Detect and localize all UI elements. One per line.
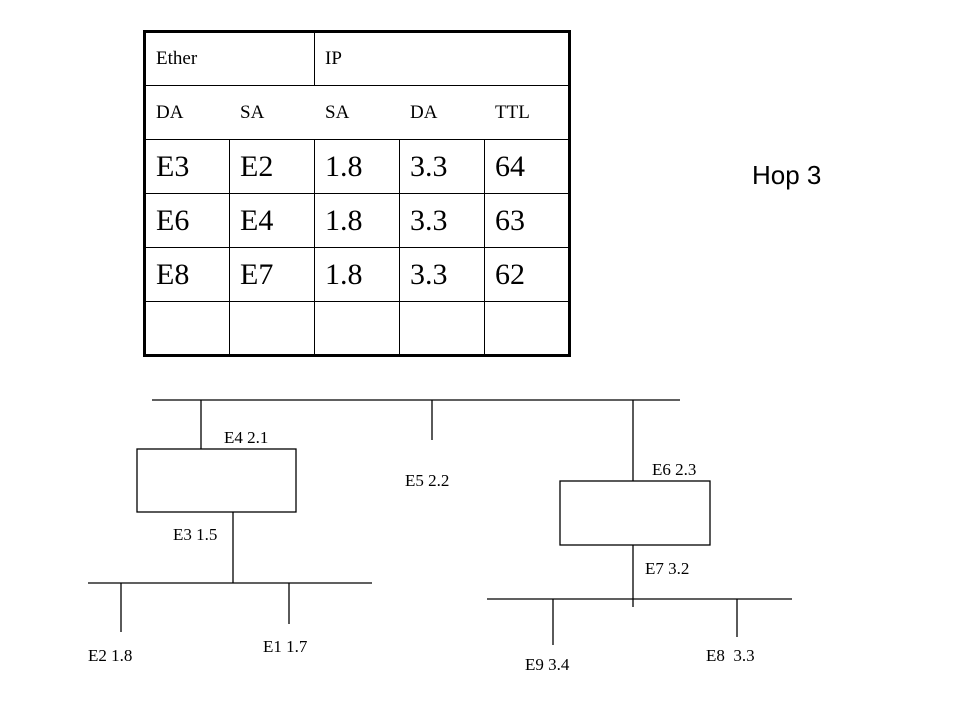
table-cell: E3: [144, 139, 230, 194]
table-cell: E6: [144, 193, 230, 248]
table-cell: E8: [144, 247, 230, 302]
label-e2: E2 1.8: [88, 646, 133, 665]
col-header-sa: SA: [229, 85, 315, 140]
table-cell: [144, 301, 230, 356]
header-ip: IP: [314, 31, 485, 86]
label-e3: E3 1.5: [173, 525, 218, 544]
label-e8: E8 3.3: [706, 646, 755, 665]
table-cell: [314, 301, 400, 356]
frame-header-table: Ether IP DA SA SA DA TTL E3 E2 1.8 3.3 6…: [143, 30, 571, 357]
col-header-da: DA: [144, 85, 230, 140]
table-cell: E4: [229, 193, 315, 248]
label-e1: E1 1.7: [263, 637, 308, 656]
table-cell: E2: [229, 139, 315, 194]
table-cell: [229, 301, 315, 356]
table-cell: 62: [484, 247, 570, 302]
router-box-right: [559, 480, 711, 546]
table-cell: 1.8: [314, 193, 400, 248]
table-cell: 64: [484, 139, 570, 194]
table-cell: 3.3: [399, 139, 485, 194]
table-row: E6 E4 1.8 3.3 63: [144, 193, 570, 248]
label-e6: E6 2.3: [652, 460, 697, 479]
label-e5: E5 2.2: [405, 471, 450, 490]
table-cell: E7: [229, 247, 315, 302]
label-e7: E7 3.2: [645, 559, 690, 578]
label-e4: E4 2.1: [224, 428, 269, 447]
table-cell: [484, 301, 570, 356]
hop-title: Hop 3: [752, 160, 822, 190]
table-row-empty: [144, 301, 570, 356]
table-cell: 1.8: [314, 247, 400, 302]
col-header-ttl: TTL: [484, 85, 570, 140]
table-cell: 63: [484, 193, 570, 248]
router-box-left: [136, 448, 297, 513]
table-header-row-2: DA SA SA DA TTL: [144, 85, 570, 140]
table-cell: 3.3: [399, 193, 485, 248]
label-e9: E9 3.4: [525, 655, 570, 674]
col-header-ip-da: DA: [399, 85, 485, 140]
